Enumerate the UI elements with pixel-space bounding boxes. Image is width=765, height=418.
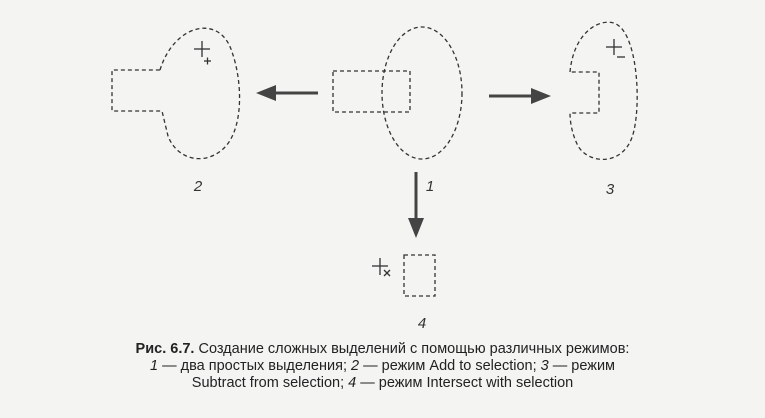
caption-num-1: 1 — [149, 358, 159, 374]
label-shape-4: 4 — [417, 315, 427, 332]
shape-2-add-to-selection — [111, 27, 241, 160]
rectangle-selection — [332, 70, 411, 113]
caption-text-3: — режим Add to selection; — [359, 358, 541, 374]
caption-text-5: Subtract from selection; — [191, 375, 349, 391]
caption-text-2: — два простых выделения; — [158, 358, 351, 374]
caption-line-1: Рис. 6.7. Создание сложных выделений с п… — [40, 341, 725, 358]
figure-caption: Рис. 6.7. Создание сложных выделений с п… — [40, 341, 725, 392]
selection-modes-diagram — [111, 21, 638, 297]
shape-1-two-selections — [332, 26, 463, 160]
arrow-right — [489, 88, 551, 104]
caption-line-3: Subtract from selection; 4 — режим Inter… — [40, 375, 725, 392]
crosshair-plus-icon — [194, 41, 211, 65]
crosshair-minus-icon — [606, 39, 625, 58]
label-shape-1: 1 — [425, 178, 435, 195]
ellipse-selection — [381, 26, 463, 160]
caption-num-2: 2 — [351, 358, 360, 374]
subtracted-selection — [569, 21, 638, 160]
arrow-left — [256, 85, 318, 101]
union-selection — [111, 27, 241, 160]
figure-label: Рис. 6.7. — [135, 341, 195, 357]
intersection-selection — [403, 254, 436, 297]
caption-num-3: 3 — [540, 358, 549, 374]
shape-4-intersect-with-selection — [372, 254, 436, 297]
shape-3-subtract-from-selection — [569, 21, 638, 160]
caption-num-4: 4 — [348, 375, 357, 391]
label-shape-2: 2 — [193, 178, 203, 195]
caption-text-1: Создание сложных выделений с помощью раз… — [194, 341, 630, 357]
arrow-down — [408, 172, 424, 238]
label-shape-3: 3 — [605, 181, 615, 198]
caption-line-2: 1 — два простых выделения; 2 — режим Add… — [40, 358, 725, 375]
caption-text-4: — режим — [548, 358, 616, 374]
crosshair-x-icon — [372, 258, 391, 277]
caption-text-6: — режим Intersect with selection — [356, 375, 574, 391]
